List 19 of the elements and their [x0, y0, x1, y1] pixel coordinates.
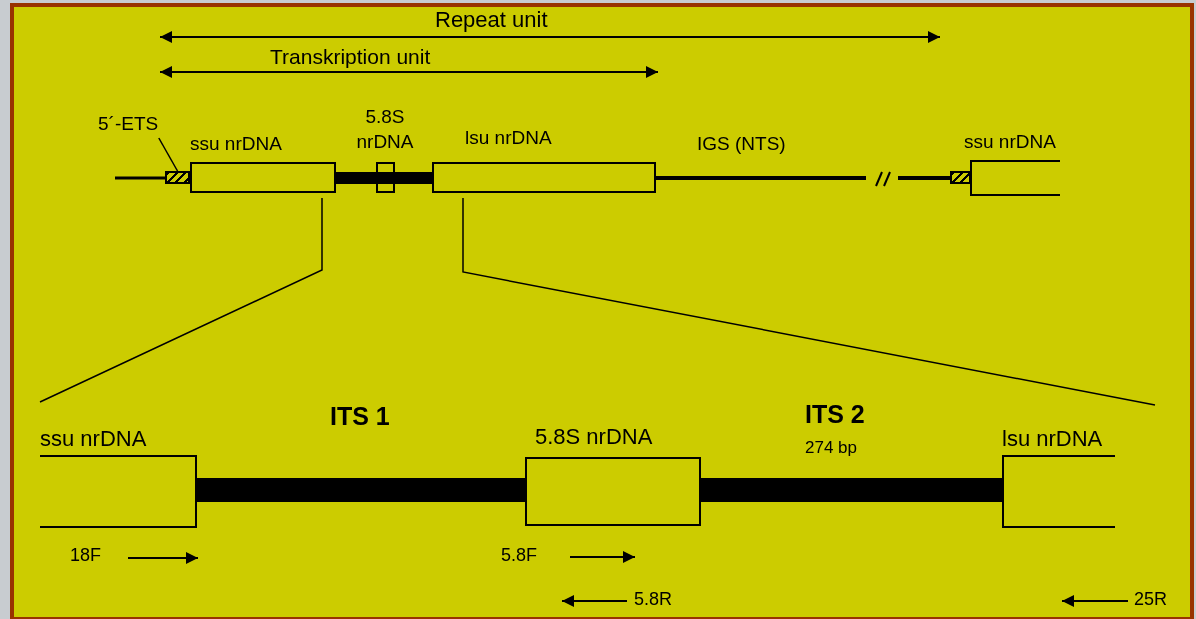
segment-label: 5.8S nrDNA	[535, 425, 653, 450]
primer-label: 25R	[1134, 590, 1168, 610]
segment-label: ssu nrDNA	[190, 134, 282, 155]
leader-line	[158, 137, 179, 172]
segment-label: 274 bp	[805, 439, 857, 458]
segment-label: ITS 2	[805, 401, 865, 429]
span-label: Transkription unit	[270, 45, 431, 69]
primer-label: 5.8F	[501, 546, 538, 566]
segment-label: 5.8S nrDNA	[355, 105, 415, 154]
region-label: IGS (NTS)	[697, 134, 786, 155]
primer-label: 5.8R	[634, 590, 673, 610]
primer-label: 18F	[70, 546, 102, 566]
segment-label: ssu nrDNA	[40, 427, 147, 452]
span-label: Repeat unit	[435, 8, 548, 33]
segment-label: 5´-ETS	[98, 114, 159, 135]
segment-label: ssu nrDNA	[964, 132, 1056, 153]
segment-label: lsu nrDNA	[1002, 427, 1103, 452]
segment-label: lsu nrDNA	[465, 128, 552, 149]
segment-label: ITS 1	[330, 403, 390, 431]
